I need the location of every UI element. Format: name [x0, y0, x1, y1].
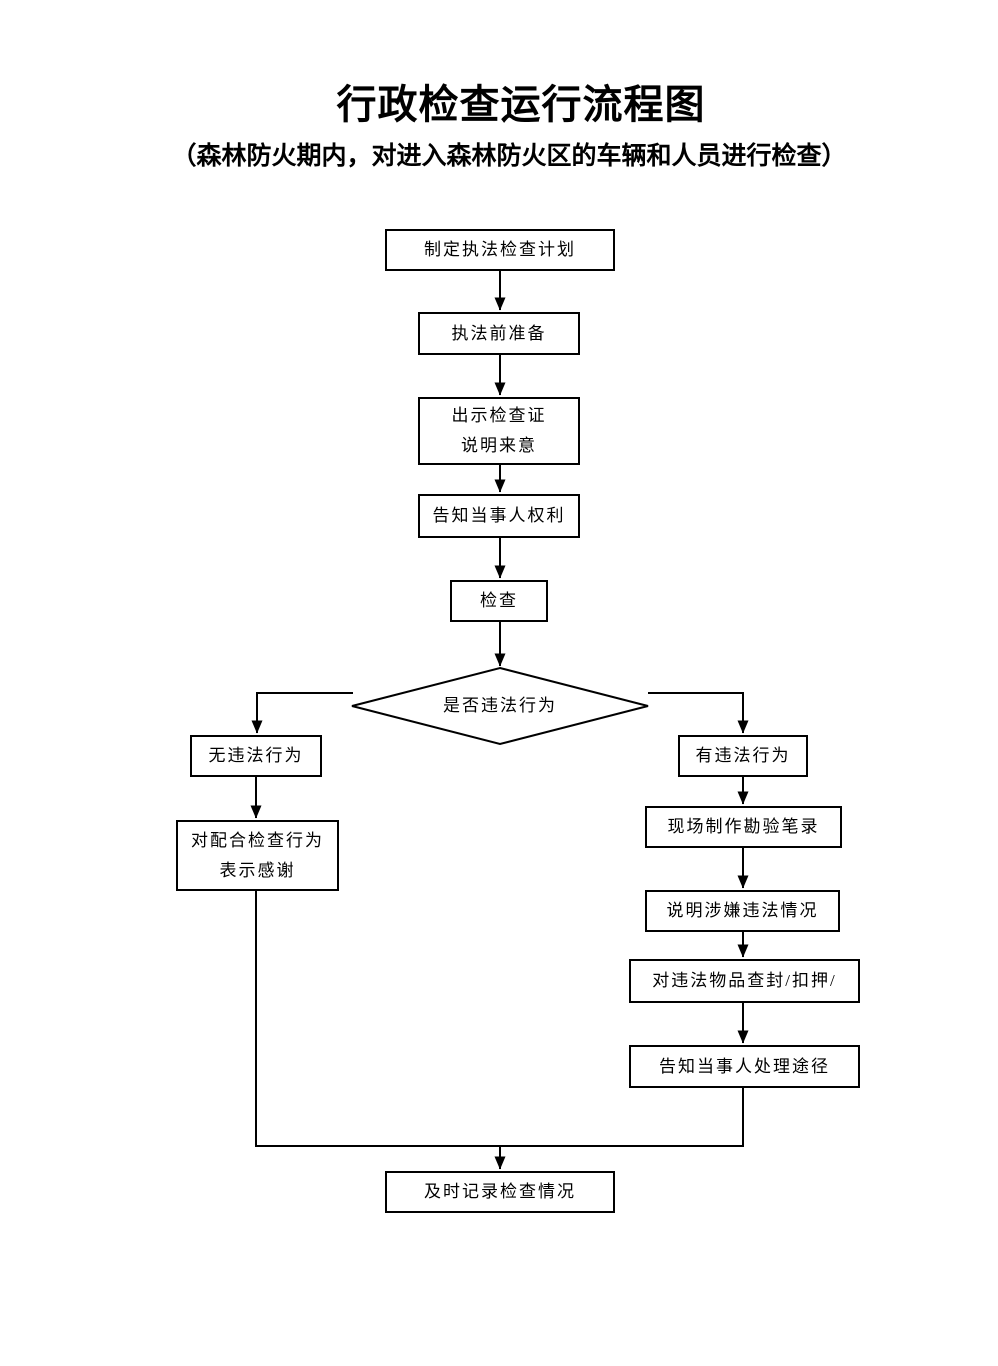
node-no-violation: 无违法行为	[190, 735, 322, 777]
node-label: 有违法行为	[695, 746, 791, 765]
node-label: 是否违法行为	[443, 696, 557, 715]
node-record-inspection-promptly: 及时记录检查情况	[385, 1171, 615, 1213]
node-label-line1: 出示检查证	[451, 406, 547, 425]
node-label: 告知当事人处理途径	[659, 1056, 830, 1076]
node-make-inspection-plan: 制定执法检查计划	[385, 229, 615, 271]
page-subtitle: （森林防火期内，对进入森林防火区的车辆和人员进行检查）	[171, 142, 847, 170]
decision-diamond	[351, 666, 649, 746]
node-label: 检查	[480, 591, 518, 610]
node-inspect: 检查	[450, 580, 548, 622]
node-thank-cooperation: 对配合检查行为 表示感谢	[176, 820, 339, 891]
node-label: 告知当事人权利	[432, 506, 566, 525]
node-label-line2: 说明来意	[461, 436, 537, 455]
page-title: 行政检查运行流程图	[336, 83, 706, 127]
node-label: 现场制作勘验笔录	[667, 817, 820, 836]
arrow-decision-to-no-violation	[251, 692, 353, 734]
node-make-survey-record: 现场制作勘验笔录	[645, 806, 842, 848]
node-label: 制定执法检查计划	[424, 240, 576, 259]
arrow-decision-to-has-violation	[648, 692, 749, 734]
node-label-line2: 表示感谢	[219, 860, 296, 880]
node-label-line1: 对配合检查行为	[191, 830, 324, 850]
node-inform-party-rights: 告知当事人权利	[418, 494, 580, 538]
node-pre-enforcement-preparation: 执法前准备	[418, 312, 580, 355]
node-decision-violation: 是否违法行为	[402, 692, 598, 720]
node-label: 说明涉嫌违法情况	[666, 901, 819, 920]
node-seal-seize-illegal-items: 对违法物品查封/扣押/	[629, 959, 860, 1003]
node-label: 对违法物品查封/扣押/	[652, 971, 837, 990]
node-label: 无违法行为	[208, 746, 304, 765]
node-label: 执法前准备	[451, 323, 547, 343]
node-show-inspection-certificate: 出示检查证 说明来意	[418, 397, 580, 465]
node-inform-handling-channels: 告知当事人处理途径	[629, 1045, 860, 1088]
node-has-violation: 有违法行为	[678, 735, 808, 777]
node-label: 及时记录检查情况	[424, 1182, 576, 1201]
node-explain-suspected-violation: 说明涉嫌违法情况	[645, 890, 840, 932]
